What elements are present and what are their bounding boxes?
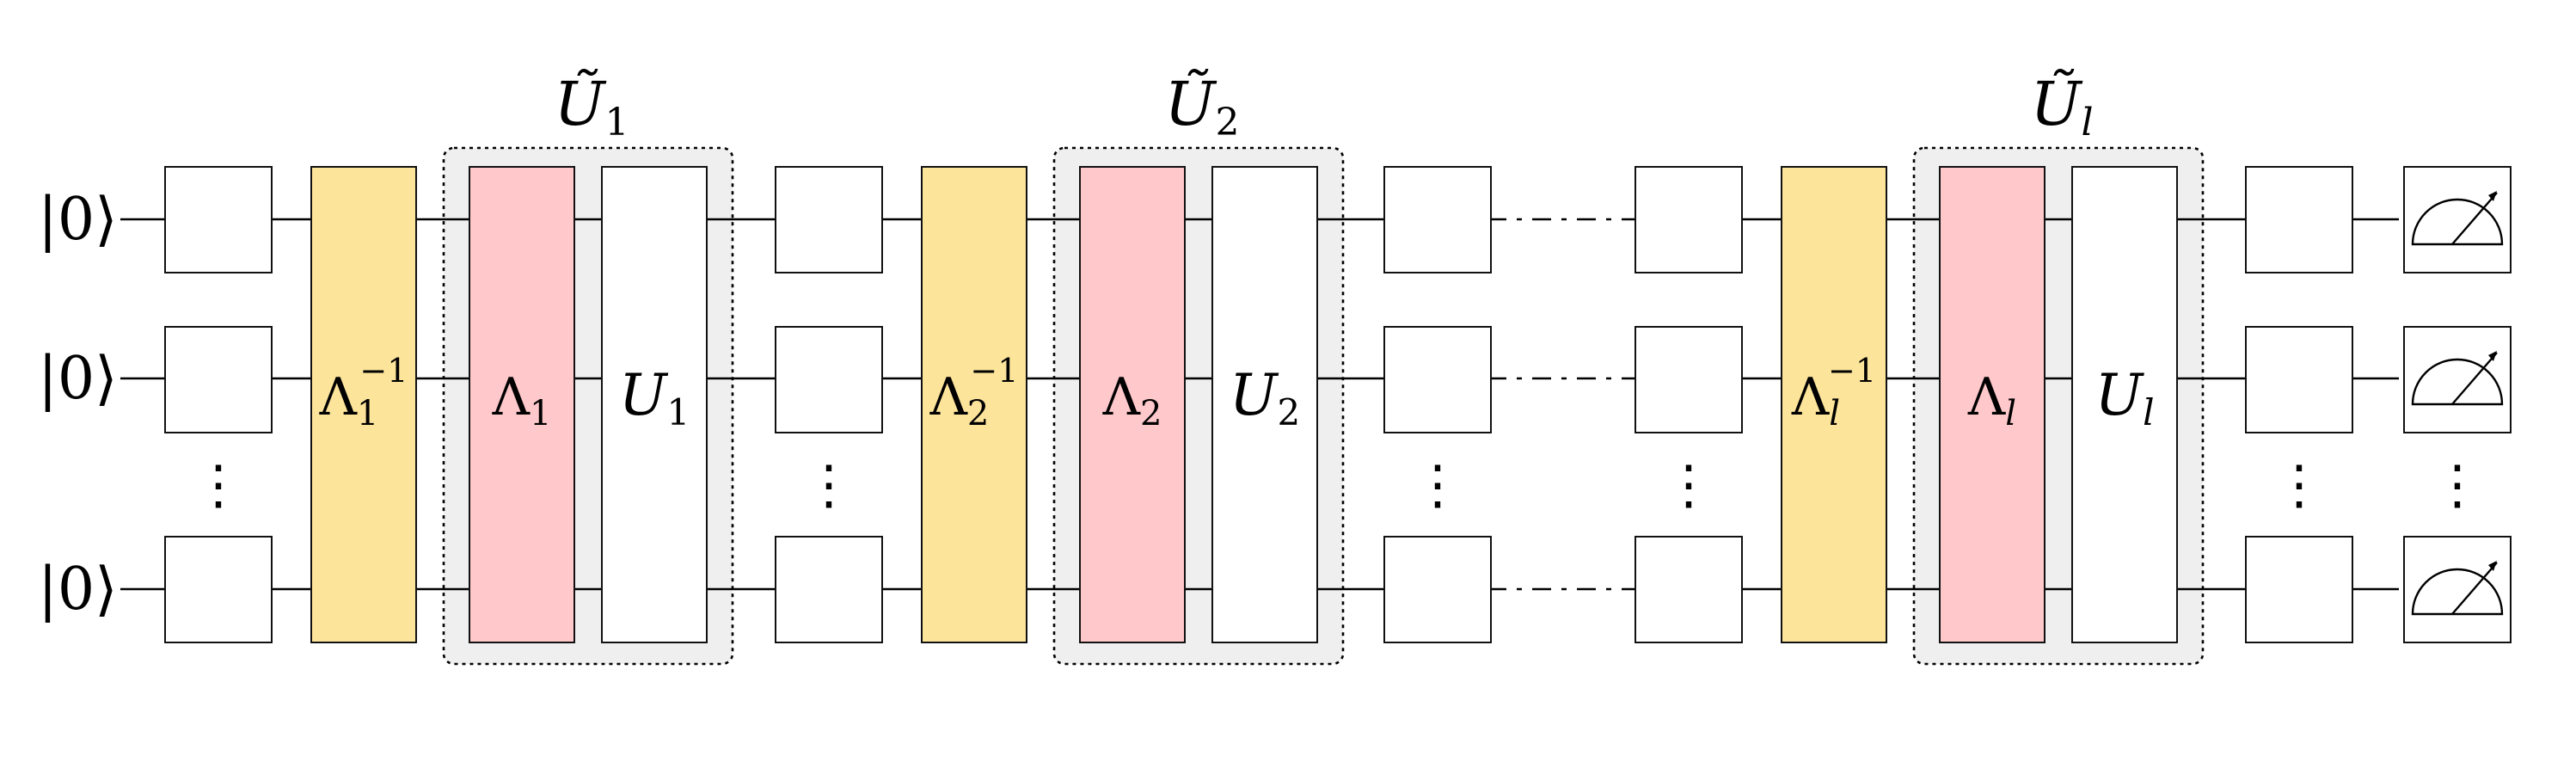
unitary-sub: 1 (666, 391, 690, 433)
block-1: Λ1−1 Λ1 U1 Ũ1 (310, 69, 708, 643)
plain-gate (2245, 166, 2353, 273)
unitary-main: U (1230, 362, 1279, 428)
plain-gate (775, 166, 883, 273)
block-l-group-label: Ũl (2030, 69, 2093, 144)
plain-gate (775, 536, 883, 643)
plain-gate (1383, 536, 1492, 643)
lambda-gate-1-label: Λ1 (492, 367, 552, 433)
lambda-main: Λ (1967, 367, 2006, 427)
unitary-gate-2-label: U2 (1230, 362, 1300, 433)
plain-gate (775, 326, 883, 433)
inverse-lambda-main: Λ (1791, 367, 1830, 427)
inverse-lambda-main: Λ (929, 367, 968, 427)
plain-gate-column-2: ⋮ (1383, 166, 1492, 643)
plain-gate-column-3: ⋮ (1635, 166, 1743, 643)
plain-gate (1635, 166, 1743, 273)
inverse-lambda-gate-1-label: Λ1 −1 (319, 352, 408, 433)
inverse-lambda-main: Λ (319, 367, 358, 427)
lambda-sub: l (2005, 394, 2016, 433)
group-label-main: Ũ (555, 69, 607, 139)
measurement-meter-icon (2403, 536, 2512, 643)
group-label-sub: 2 (1216, 101, 1240, 144)
unitary-main: U (2095, 362, 2144, 428)
unitary-sub: l (2143, 391, 2154, 433)
unitary-gate-1-label: U1 (619, 362, 690, 433)
input-ket-row-2: |0⟩ (38, 345, 118, 413)
group-label-sub: 1 (605, 101, 629, 144)
unitary-gate-2 (1211, 166, 1318, 643)
plain-gate (164, 326, 273, 433)
plain-gate (1383, 166, 1492, 273)
inverse-lambda-sup: −1 (359, 352, 408, 390)
plain-gate (164, 536, 273, 643)
unitary-gate-l (2071, 166, 2178, 643)
lambda-gate-1 (469, 166, 575, 643)
block-2: Λ2−1 Λ2 U2 Ũ2 (921, 69, 1318, 643)
plain-gate (2245, 326, 2353, 433)
input-ket-row-1: |0⟩ (38, 186, 118, 254)
group-label-sub: l (2081, 101, 2093, 144)
vertical-ellipsis: ⋮ (1411, 453, 1464, 516)
block-2-group-label: Ũ2 (1165, 69, 1240, 144)
inverse-lambda-sup: −1 (1828, 352, 1876, 390)
inverse-lambda-sub: 1 (357, 394, 378, 433)
plain-gate (164, 166, 273, 273)
inverse-lambda-gate-2-label: Λ2 −1 (929, 352, 1019, 433)
inverse-lambda-sub: l (1829, 394, 1840, 433)
plain-gate-column-0: ⋮ (164, 166, 273, 643)
group-label-main: Ũ (1165, 69, 1217, 139)
plain-gate-column-1: ⋮ (775, 166, 883, 643)
plain-gate (1383, 326, 1492, 433)
measurement-meter-icon (2403, 166, 2512, 273)
vertical-ellipsis: ⋮ (2272, 453, 2326, 516)
lambda-gate-2 (1079, 166, 1186, 643)
lambda-gate-2-label: Λ2 (1102, 367, 1162, 433)
inverse-lambda-gate-1 (310, 166, 417, 643)
inverse-lambda-sub: 2 (967, 394, 989, 433)
measurement-meter-icon (2403, 326, 2512, 433)
lambda-main: Λ (1102, 367, 1141, 427)
lambda-main: Λ (492, 367, 531, 427)
lambda-gate-l (1939, 166, 2045, 643)
block-l: Λl −1 Λl Ul Ũl (1781, 69, 2178, 643)
unitary-main: U (619, 362, 669, 428)
vertical-ellipsis: ⋮ (1662, 453, 1715, 516)
unitary-gate-l-label: Ul (2095, 362, 2154, 433)
measurement-column: ⋮ (2403, 166, 2512, 643)
plain-gate (1635, 326, 1743, 433)
vertical-ellipsis: ⋮ (2431, 453, 2484, 516)
unitary-gate-1 (601, 166, 708, 643)
vertical-ellipsis: ⋮ (192, 453, 245, 516)
group-label-main: Ũ (2030, 69, 2082, 139)
plain-gate-column-4: ⋮ (2245, 166, 2353, 643)
lambda-sub: 2 (1140, 394, 1162, 433)
inverse-lambda-gate-l (1781, 166, 1887, 643)
plain-gate (2245, 536, 2353, 643)
inverse-lambda-gate-2 (921, 166, 1027, 643)
vertical-ellipsis: ⋮ (802, 453, 856, 516)
lambda-sub: 1 (530, 394, 551, 433)
inverse-lambda-sup: −1 (970, 352, 1018, 390)
input-ket-row-3: |0⟩ (38, 556, 118, 624)
plain-gate (1635, 536, 1743, 643)
block-1-group-label: Ũ1 (555, 69, 629, 144)
inverse-lambda-gate-l-label: Λl −1 (1791, 352, 1876, 433)
lambda-gate-l-label: Λl (1967, 367, 2016, 433)
unitary-sub: 2 (1277, 391, 1300, 433)
